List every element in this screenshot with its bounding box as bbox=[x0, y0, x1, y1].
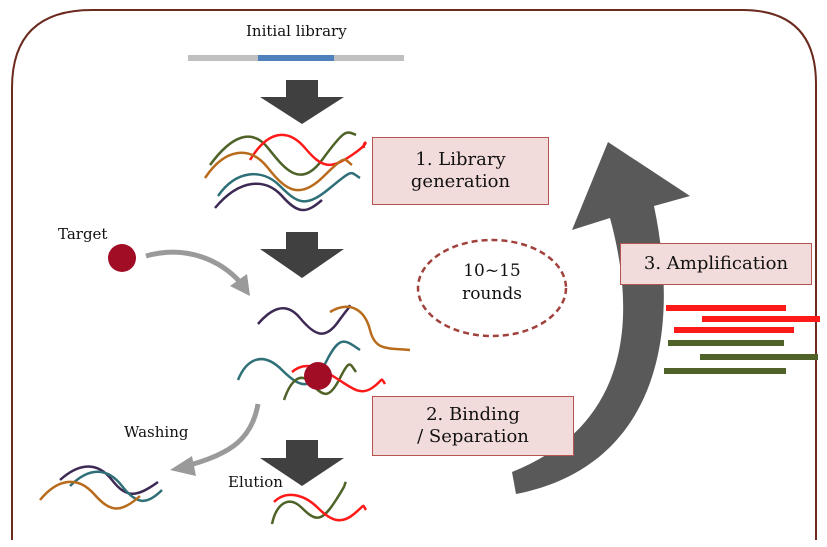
washed-strands bbox=[39, 465, 163, 510]
eluted-strands bbox=[270, 481, 368, 525]
down-arrow-2 bbox=[260, 232, 344, 278]
washing-arrow-head bbox=[170, 456, 196, 476]
process-frame bbox=[11, 9, 817, 540]
bound-target bbox=[304, 362, 332, 390]
rounds-ellipse bbox=[416, 238, 568, 338]
washing-label: Washing bbox=[124, 423, 189, 441]
target-arrow-head bbox=[230, 274, 250, 296]
target-arrow bbox=[145, 249, 242, 284]
washing-arrow bbox=[185, 403, 261, 469]
step-binding-separation: 2. Binding / Separation bbox=[372, 396, 574, 456]
step-3-line-1: 3. Amplification bbox=[643, 252, 789, 274]
step-2-line-1: 2. Binding bbox=[426, 403, 520, 425]
step-library-generation: 1. Library generation bbox=[372, 137, 549, 205]
target-label: Target bbox=[58, 225, 108, 243]
rounds-label: 10~15 rounds bbox=[432, 260, 552, 306]
step-1-line-2: generation bbox=[410, 171, 511, 192]
step-amplification: 3. Amplification bbox=[620, 243, 812, 285]
amplification-arrow bbox=[512, 142, 690, 494]
amplified-strands bbox=[664, 305, 820, 374]
binding-strands bbox=[236, 304, 411, 401]
down-arrow-3 bbox=[260, 440, 344, 486]
target-molecule bbox=[108, 244, 136, 272]
elution-label: Elution bbox=[228, 473, 283, 491]
rounds-count: 10~15 bbox=[463, 261, 521, 281]
step-1-line-1: 1. Library bbox=[415, 148, 506, 170]
rounds-word: rounds bbox=[462, 283, 522, 304]
initial-library-label: Initial library bbox=[246, 22, 347, 40]
down-arrow-1 bbox=[260, 80, 344, 124]
library-strands bbox=[203, 131, 367, 212]
step-2-line-2: / Separation bbox=[417, 426, 529, 447]
